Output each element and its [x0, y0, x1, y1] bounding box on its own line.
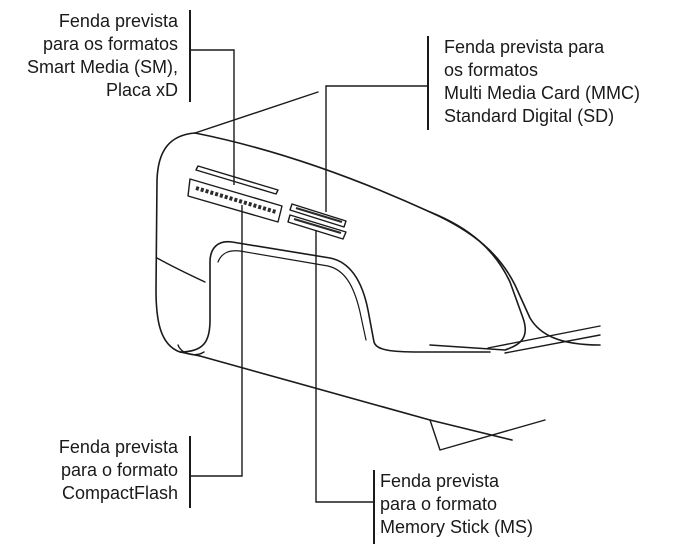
callout-sm-xd-line-4: Placa xD — [105, 80, 178, 100]
device-top-edge — [194, 91, 319, 134]
device-right-extension — [487, 325, 601, 354]
device-right-side — [429, 211, 527, 351]
device-base-edge — [429, 419, 546, 451]
device-front-bottom — [199, 355, 513, 441]
leader-memory-stick — [315, 230, 374, 503]
callout-memory-stick-line-1: Fenda prevista — [380, 471, 500, 491]
callout-compactflash-line-3: CompactFlash — [61, 483, 178, 503]
callout-sm-xd-line-2: para os formatos — [42, 34, 178, 54]
slot-memory-stick-interior — [293, 217, 342, 235]
slot-compactflash-pins — [195, 186, 277, 214]
slot-sm-xd — [195, 165, 279, 195]
callout-sm-xd: Fenda prevista para os formatos Smart Me… — [27, 10, 178, 102]
slot-mmc-sd-interior — [295, 206, 343, 224]
card-slots — [187, 165, 347, 240]
device-top-surface — [194, 132, 601, 346]
leader-sm-xd — [190, 49, 235, 185]
device-belt-line — [156, 257, 206, 283]
leader-mmc-sd — [325, 85, 428, 212]
callout-compactflash-line-1: Fenda prevista — [58, 437, 178, 457]
device-body — [155, 91, 601, 451]
callout-memory-stick-line-2: para o formato — [380, 494, 498, 514]
callout-compactflash-line-2: para o formato — [60, 460, 178, 480]
device-left-foot — [177, 344, 205, 356]
callout-mmc-sd-line-2: os formatos — [444, 60, 539, 80]
callout-sm-xd-line-3: Smart Media (SM), — [26, 57, 178, 77]
callout-compactflash: Fenda prevista para o formato CompactFla… — [59, 436, 178, 505]
device-front-recess-inner — [217, 250, 367, 341]
callout-mmc-sd-line-3: Multi Media Card (MMC) — [444, 83, 641, 103]
leader-lines — [189, 10, 429, 544]
callout-mmc-sd: Fenda prevista para os formatos Multi Me… — [444, 36, 640, 128]
device-outer-contour — [155, 132, 201, 357]
callout-memory-stick-line-3: Memory Stick (MS) — [380, 517, 533, 537]
callout-mmc-sd-line-1: Fenda prevista para — [444, 37, 605, 57]
callout-memory-stick: Fenda prevista para o formato Memory Sti… — [380, 470, 533, 539]
device-front-recess — [179, 240, 491, 353]
callout-mmc-sd-line-4: Standard Digital (SD) — [444, 106, 615, 126]
callout-sm-xd-line-1: Fenda prevista — [58, 11, 178, 31]
leader-compactflash — [190, 205, 243, 477]
